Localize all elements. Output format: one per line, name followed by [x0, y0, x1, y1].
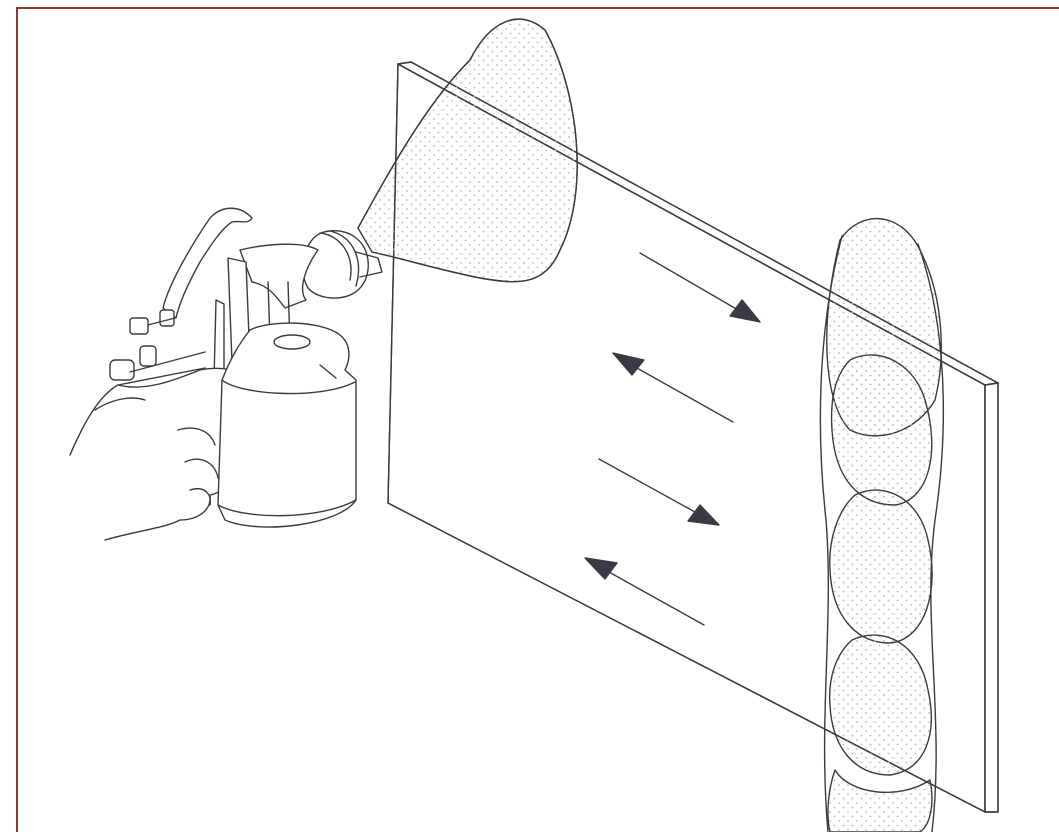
- spray-fan: [358, 19, 577, 282]
- spray-gun: [70, 208, 382, 540]
